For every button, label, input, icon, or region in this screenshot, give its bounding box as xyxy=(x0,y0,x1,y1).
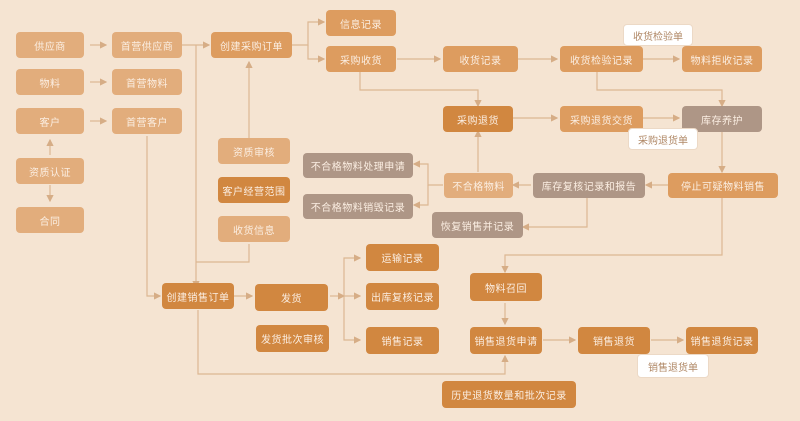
node-supplier: 供应商 xyxy=(16,32,84,58)
node-nonconforming-destruction-record: 不合格物料销毁记录 xyxy=(303,194,413,219)
tag-sales-return-sheet: 销售退货单 xyxy=(637,354,709,378)
node-history-return-record: 历史退货数量和批次记录 xyxy=(442,381,576,408)
node-qualification: 资质认证 xyxy=(16,158,84,184)
node-qualification-review: 资质审核 xyxy=(218,138,290,164)
node-sales-return-record: 销售退货记录 xyxy=(686,327,758,354)
node-customer: 客户 xyxy=(16,108,84,134)
node-sales-return-request: 销售退货申请 xyxy=(470,327,542,354)
node-stop-suspect-sales: 停止可疑物料销售 xyxy=(668,173,778,198)
node-material-rejection-record: 物料拒收记录 xyxy=(682,46,762,72)
node-contract: 合同 xyxy=(16,207,84,233)
node-transport-record: 运输记录 xyxy=(366,244,439,271)
node-nonconforming-material: 不合格物料 xyxy=(444,173,513,198)
node-first-supplier: 首营供应商 xyxy=(112,32,182,58)
node-invoice-info: 收货信息 xyxy=(218,216,290,242)
node-customer-business-scope: 客户经营范围 xyxy=(218,177,290,203)
node-shipment: 发货 xyxy=(255,284,328,311)
node-resume-sales-record: 恢复销售并记录 xyxy=(432,212,523,238)
node-purchase-receipt: 采购收货 xyxy=(326,46,396,72)
node-nonconforming-handling-request: 不合格物料处理申请 xyxy=(303,153,413,178)
node-material-recall: 物料召回 xyxy=(470,273,542,301)
tag-receipt-inspection-sheet: 收货检验单 xyxy=(623,24,693,46)
node-receipt-record: 收货记录 xyxy=(443,46,518,72)
node-create-po: 创建采购订单 xyxy=(211,32,292,58)
node-info-record: 信息记录 xyxy=(326,10,396,36)
node-first-material: 首营物料 xyxy=(112,69,182,95)
node-sales-record: 销售记录 xyxy=(366,327,439,354)
node-purchase-return: 采购退货 xyxy=(443,106,513,132)
node-material: 物料 xyxy=(16,69,84,95)
node-inventory-maintenance: 库存养护 xyxy=(682,106,762,132)
node-receipt-inspection-record: 收货检验记录 xyxy=(560,46,643,72)
tag-purchase-return-sheet: 采购退货单 xyxy=(628,128,698,150)
node-shipment-batch-review: 发货批次审核 xyxy=(256,325,329,352)
node-inventory-check-report: 库存复核记录和报告 xyxy=(533,173,645,198)
node-create-so: 创建销售订单 xyxy=(162,283,234,309)
node-outbound-review-record: 出库复核记录 xyxy=(366,283,439,310)
node-sales-return: 销售退货 xyxy=(578,327,650,354)
node-purchase-return-delivery: 采购退货交货 xyxy=(560,106,643,132)
node-first-customer: 首营客户 xyxy=(112,108,182,134)
